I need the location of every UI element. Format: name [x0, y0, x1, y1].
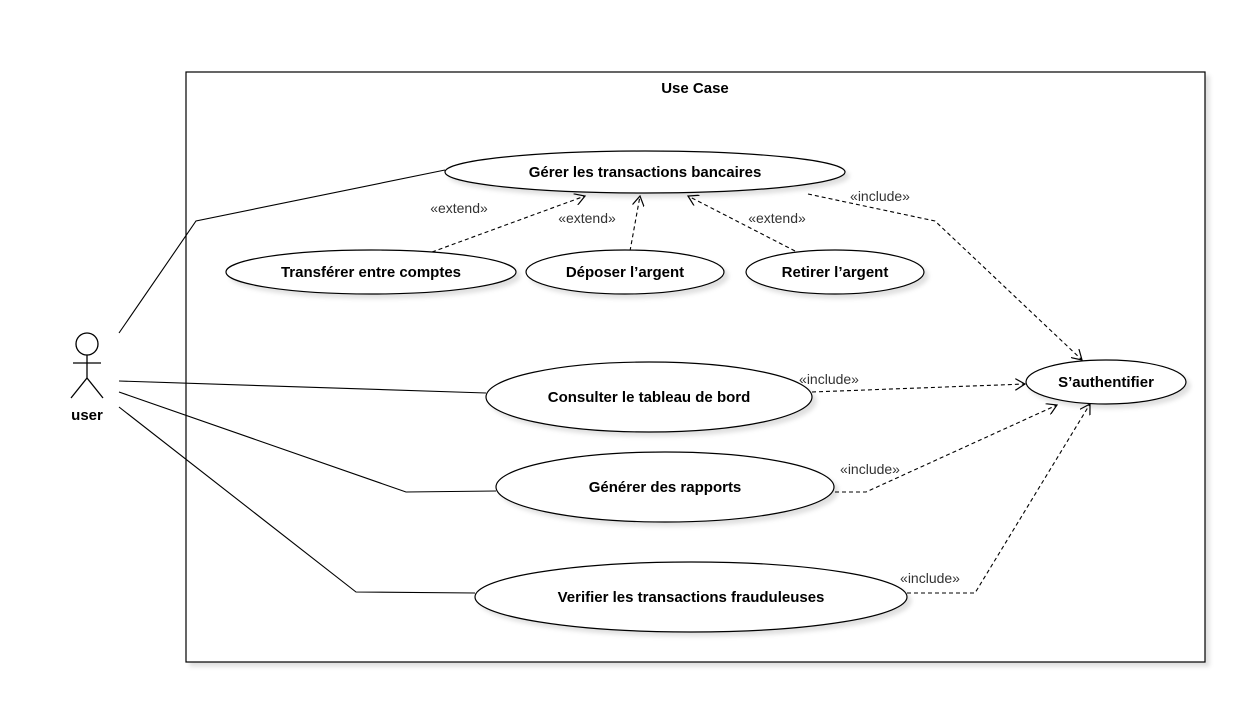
use-case-retirer-label: Retirer l’argent: [782, 264, 889, 281]
use-case-generer[interactable]: Générer des rapports: [495, 451, 835, 523]
dependencies: [431, 193, 1090, 594]
label-extend-retirer: «extend»: [748, 210, 806, 226]
use-case-gerer[interactable]: Gérer les transactions bancaires: [444, 150, 846, 194]
extend-deposer: [629, 196, 640, 252]
actor-user[interactable]: [70, 332, 104, 399]
use-case-deposer-label: Déposer l’argent: [566, 264, 684, 281]
label-extend-deposer: «extend»: [558, 210, 616, 226]
use-case-generer-label: Générer des rapports: [589, 479, 742, 496]
use-case-consulter-label: Consulter le tableau de bord: [548, 389, 751, 406]
use-case-authentifier-label: S’authentifier: [1058, 374, 1154, 391]
use-case-transferer-label: Transférer entre comptes: [281, 264, 461, 281]
actor-label: user: [71, 407, 103, 424]
use-case-consulter[interactable]: Consulter le tableau de bord: [485, 361, 813, 433]
label-include-generer: «include»: [840, 461, 900, 477]
include-consulter: [811, 384, 1025, 393]
use-case-verifier-label: Verifier les transactions frauduleuses: [558, 589, 825, 606]
assoc-generer: [118, 391, 497, 493]
use-case-deposer[interactable]: Déposer l’argent: [525, 249, 725, 295]
label-include-gerer: «include»: [850, 188, 910, 204]
use-case-verifier[interactable]: Verifier les transactions frauduleuses: [474, 561, 908, 633]
system-title: Use Case: [661, 80, 729, 97]
extend-retirer: [688, 196, 796, 252]
assoc-gerer: [118, 169, 446, 334]
assoc-verifier: [118, 406, 476, 594]
extend-transferer: [431, 196, 585, 253]
use-case-retirer[interactable]: Retirer l’argent: [745, 249, 925, 295]
use-case-transferer[interactable]: Transférer entre comptes: [225, 249, 517, 295]
include-gerer: [807, 193, 1082, 360]
label-include-consulter: «include»: [799, 371, 859, 387]
label-extend-transferer: «extend»: [430, 200, 488, 216]
include-generer: [835, 405, 1057, 493]
label-include-verifier: «include»: [900, 570, 960, 586]
use-case-authentifier[interactable]: S’authentifier: [1025, 359, 1187, 405]
associations: [118, 169, 497, 594]
use-case-gerer-label: Gérer les transactions bancaires: [529, 164, 762, 181]
assoc-consulter: [118, 380, 487, 394]
include-verifier: [907, 404, 1090, 594]
